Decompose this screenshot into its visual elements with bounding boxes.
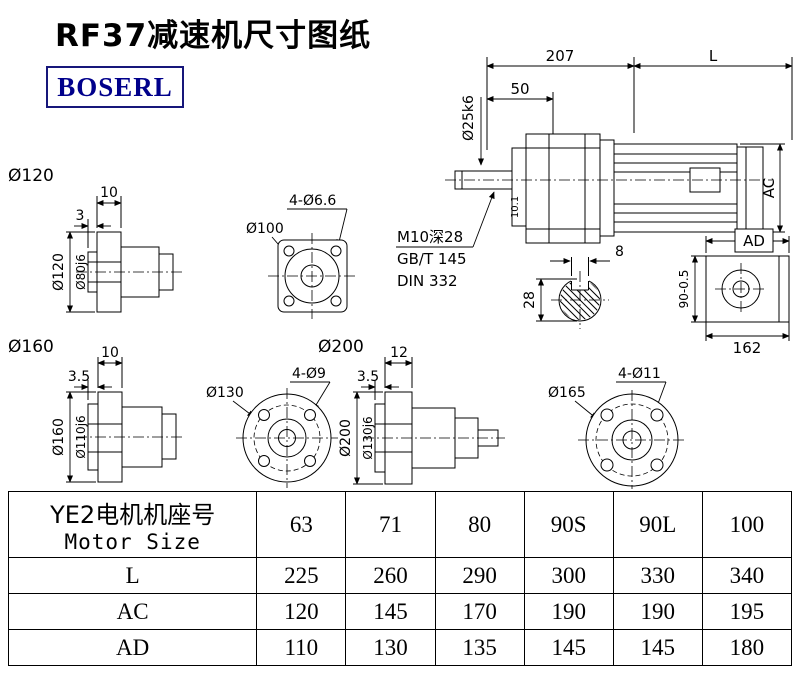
dim-ad-label: AD [743, 232, 765, 250]
table-row-ac: AC 120 145 170 190 190 195 [7, 593, 793, 630]
dim-flange-od-label: Ø120 [51, 253, 67, 291]
main-top-dimensions: 207 L 50 Ø25k6 [461, 47, 793, 166]
table-cell: 145 [523, 629, 614, 666]
table-cell: 260 [345, 557, 436, 594]
dim-spigot-depth-label: 3.5 [357, 369, 379, 385]
dim-100-label: Ø100 [246, 221, 284, 237]
page-title: RF37减速机尺寸图纸 [55, 18, 372, 54]
dim-spigot-diameter-label: Ø110j6 [74, 415, 88, 458]
dim-162-label: 162 [733, 339, 762, 357]
table-cell: 290 [434, 557, 525, 594]
table-cell: 135 [434, 629, 525, 666]
dim-shaft-diameter-label: Ø25k6 [461, 95, 477, 141]
technical-drawing-canvas: 207 L 50 Ø25k6 [8, 47, 793, 489]
note-gb-standard: GB/T 145 [397, 250, 467, 268]
flange-120-label: Ø120 [8, 166, 54, 186]
motor-size-header-cn: YE2电机机座号 [50, 501, 216, 529]
table-header-row: YE2电机机座号 Motor Size 63 71 80 90S 90L 100 [7, 491, 793, 558]
row-label-l: L [7, 557, 258, 594]
size-column-header: 100 [701, 491, 793, 558]
motor-flange [599, 139, 615, 237]
flange-160-view: Ø160 10 3.5 Ø160 Ø110j6 [8, 337, 184, 483]
table-cell: 195 [701, 593, 793, 630]
table-cell: 145 [612, 629, 703, 666]
dim-l-label: L [709, 47, 718, 65]
table-cell: 110 [256, 629, 347, 666]
dim-50-label: 50 [510, 80, 529, 98]
dim-165-label: Ø165 [548, 385, 586, 401]
table-row-ad: AD 110 130 135 145 145 180 [7, 629, 793, 666]
dim-flange-thickness-label: 12 [390, 345, 408, 361]
dim-10-1-label: 10.1 [510, 196, 521, 218]
end-cover [161, 413, 177, 460]
dim-spigot-diameter-label: Ø130j6 [361, 416, 375, 459]
dim-flange-thickness-label: 10 [100, 185, 118, 201]
table-cell: 130 [345, 629, 436, 666]
dim-corner-holes-label: 4-Ø6.6 [289, 193, 336, 209]
dim-90-label: 90-0.5 [677, 270, 691, 309]
dim-flange-od-label: Ø160 [51, 418, 67, 456]
table-row-l: L 225 260 290 300 330 340 [7, 557, 793, 594]
table-cell: 180 [701, 629, 793, 666]
row-label-ac: AC [7, 593, 258, 630]
ad-dim-box [734, 228, 774, 253]
motor-size-table: YE2电机机座号 Motor Size 63 71 80 90S 90L 100… [7, 491, 793, 666]
flange-200-label: Ø200 [318, 337, 364, 357]
dim-bolt-holes-label: 4-Ø9 [292, 366, 326, 382]
main-assembly-view: 207 L 50 Ø25k6 [396, 47, 793, 290]
motor-size-header-en: Motor Size [64, 530, 201, 554]
flange-120-view: Ø120 10 3 Ø120 Ø80j6 [8, 166, 182, 313]
round-flange-130-view: Ø130 4-Ø9 [206, 366, 338, 488]
note-tapped-hole: M10深28 [397, 228, 463, 246]
dim-spigot-diameter-label: Ø80j6 [74, 254, 88, 290]
dim-key-height-label: 28 [522, 291, 538, 309]
shaft-key-section-view: 8 28 [522, 244, 624, 329]
size-column-header: 71 [345, 491, 436, 558]
dim-spigot-depth-label: 3.5 [68, 369, 90, 385]
note-din-standard: DIN 332 [397, 272, 458, 290]
table-cell: 190 [612, 593, 703, 630]
table-cell: 120 [256, 593, 347, 630]
gear-body [411, 407, 456, 469]
table-cell: 340 [701, 557, 793, 594]
brand-logo-text: BOSERL [57, 71, 173, 102]
table-cell: 225 [256, 557, 347, 594]
dim-flange-thickness-label: 10 [101, 345, 119, 361]
brand-logo: BOSERL [46, 66, 184, 108]
flange-160-label: Ø160 [8, 337, 54, 357]
size-column-header: 80 [434, 491, 525, 558]
table-cell: 300 [523, 557, 614, 594]
square-flange-100-view: 4-Ø6.6 Ø100 [246, 193, 356, 319]
dim-key-width-label: 8 [615, 244, 624, 260]
size-column-header: 90S [523, 491, 614, 558]
shaft-end-notes: M10深28 GB/T 145 DIN 332 [396, 191, 495, 290]
dim-flange-od-label: Ø200 [338, 419, 354, 457]
size-column-header: 63 [256, 491, 347, 558]
gearbox-housing [525, 133, 601, 244]
dim-bolt-holes-label: 4-Ø11 [618, 366, 661, 382]
dim-ac-label: AC [760, 178, 778, 198]
size-column-header: 90L [612, 491, 703, 558]
dim-spigot-depth-label: 3 [76, 208, 85, 224]
gearbox-side-view: AD 162 90-0.5 [677, 228, 790, 357]
dim-207-label: 207 [546, 47, 575, 65]
gear-unit-outline [445, 133, 772, 244]
row-label-ad: AD [7, 629, 258, 666]
round-flange-165-view: Ø165 4-Ø11 [548, 366, 686, 489]
table-cell: 330 [612, 557, 703, 594]
table-cell: 145 [345, 593, 436, 630]
motor-size-header-cell: YE2电机机座号 Motor Size [7, 491, 258, 558]
dim-130-label: Ø130 [206, 385, 244, 401]
table-cell: 170 [434, 593, 525, 630]
table-cell: 190 [523, 593, 614, 630]
flange-200-view: Ø200 12 3.5 Ø200 Ø130j6 [318, 337, 505, 485]
